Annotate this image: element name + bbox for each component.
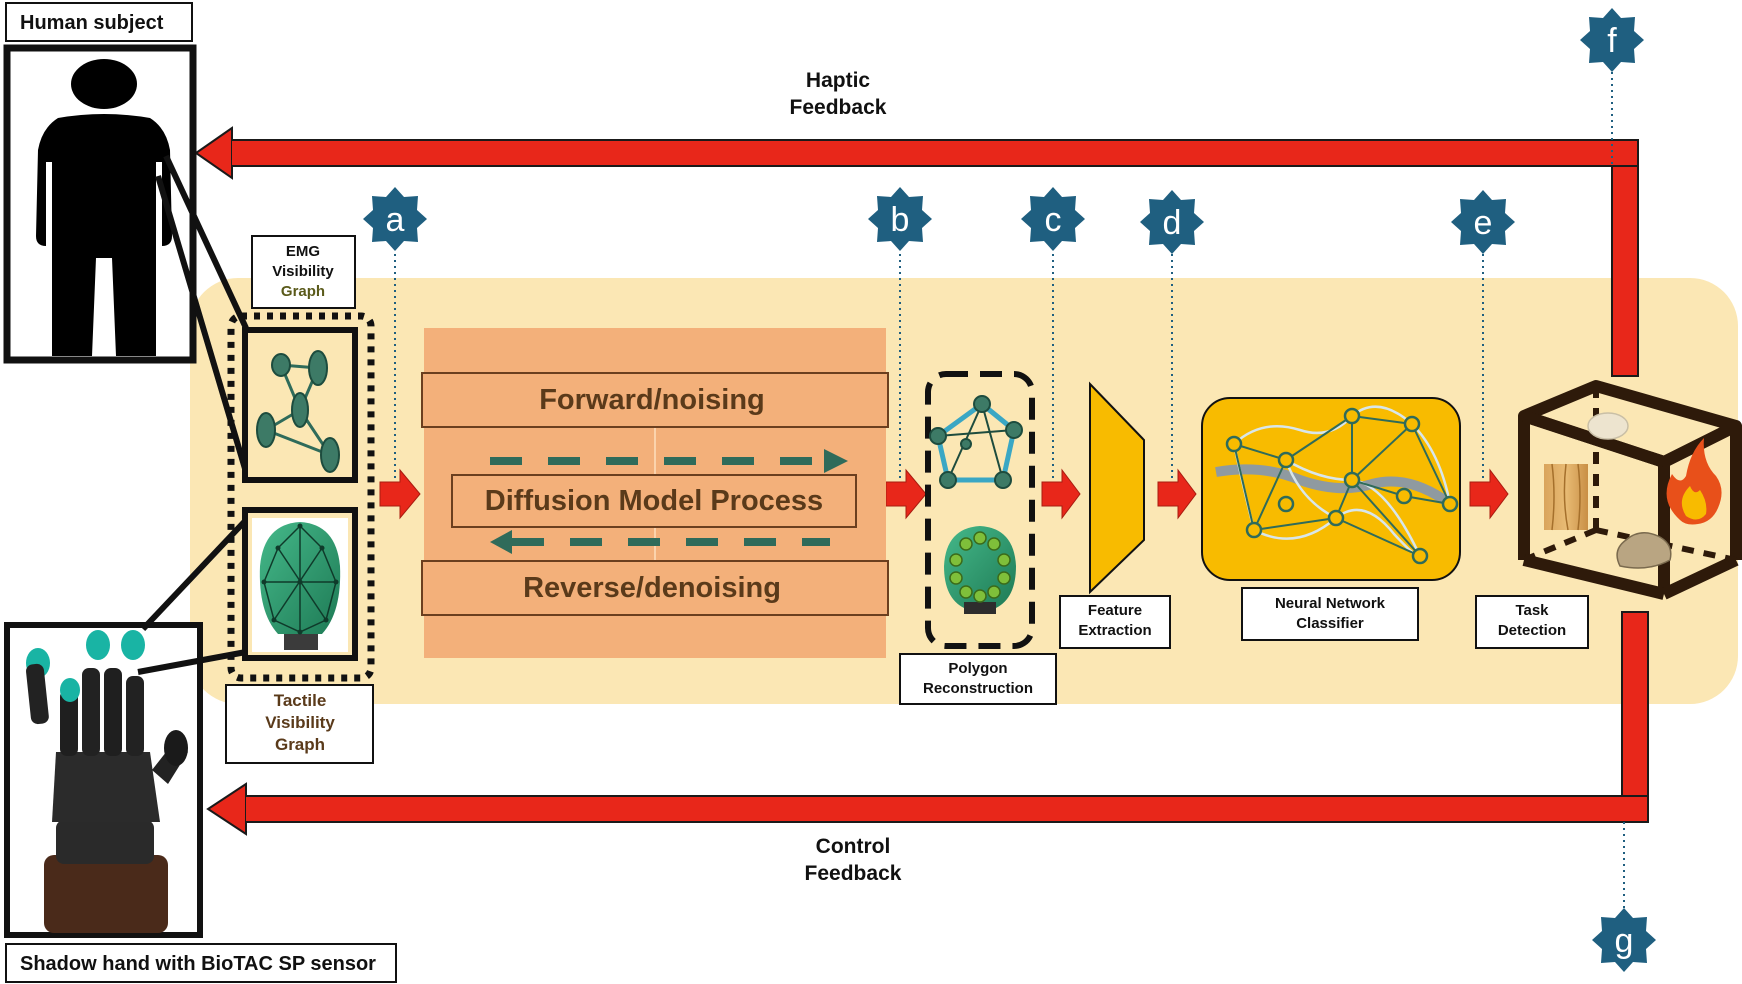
control-feedback-arrow [206,611,1649,836]
shadow-hand-label: Shadow hand with BioTAC SP sensor [20,953,376,975]
emg-connector-line [163,154,249,330]
flow-arrow [885,468,927,520]
forward-noising-label: Forward/noising [539,384,765,416]
human-subject-label: Human subject [20,12,164,34]
forward-dashed-arrow [490,449,848,473]
shadow-hand-image [26,630,188,933]
tactile-graph-label-box [225,684,374,764]
flow-arrow [1469,468,1509,520]
task-label-box [1475,595,1589,649]
diffusion-process-box [451,474,857,528]
task-cube-icon [1518,380,1742,600]
feature-extraction-shape [1089,381,1145,595]
human-silhouette-icon [36,59,172,356]
svg-text:d: d [1163,204,1182,242]
flow-arrow [1041,468,1081,520]
badge-f: f [1580,8,1644,72]
badge-d: d [1140,190,1204,254]
polygon-dashed-box [925,371,1035,649]
svg-text:e: e [1474,204,1493,242]
tactile-visibility-graph-icon [252,518,348,652]
reverse-dashed-arrow [490,530,830,554]
badge-e: e [1451,190,1515,254]
svg-text:b: b [891,201,910,239]
feature-label-box [1059,595,1171,649]
badge-g: g [1592,908,1656,972]
flow-arrow [379,468,421,520]
human-subject-label-box [5,2,193,42]
emg-graph-label-box [251,235,356,309]
reverse-denoising-label: Reverse/denoising [523,572,781,604]
badge-a: a [363,187,427,251]
badge-c: c [1021,187,1085,251]
diffusion-process-label: Diffusion Model Process [485,485,823,517]
svg-text:f: f [1607,22,1617,60]
badge-leader-lines [394,72,1625,910]
badge-b: b [868,187,932,251]
flow-arrow [1157,468,1197,520]
neural-network-icon [1215,405,1459,565]
polygon-graph-icon [929,395,1023,489]
svg-text:a: a [386,201,405,239]
shadow-hand-label-box [5,943,397,983]
reverse-denoising-box [421,560,889,616]
polygon-label-box [899,653,1057,705]
svg-text:c: c [1045,201,1062,239]
polygon-egg-icon [944,526,1016,614]
svg-text:g: g [1615,922,1634,960]
forward-noising-box [421,372,889,428]
nn-label-box [1241,587,1419,641]
emg-visibility-graph-icon [256,350,340,473]
haptic-feedback-arrow [194,126,1639,377]
